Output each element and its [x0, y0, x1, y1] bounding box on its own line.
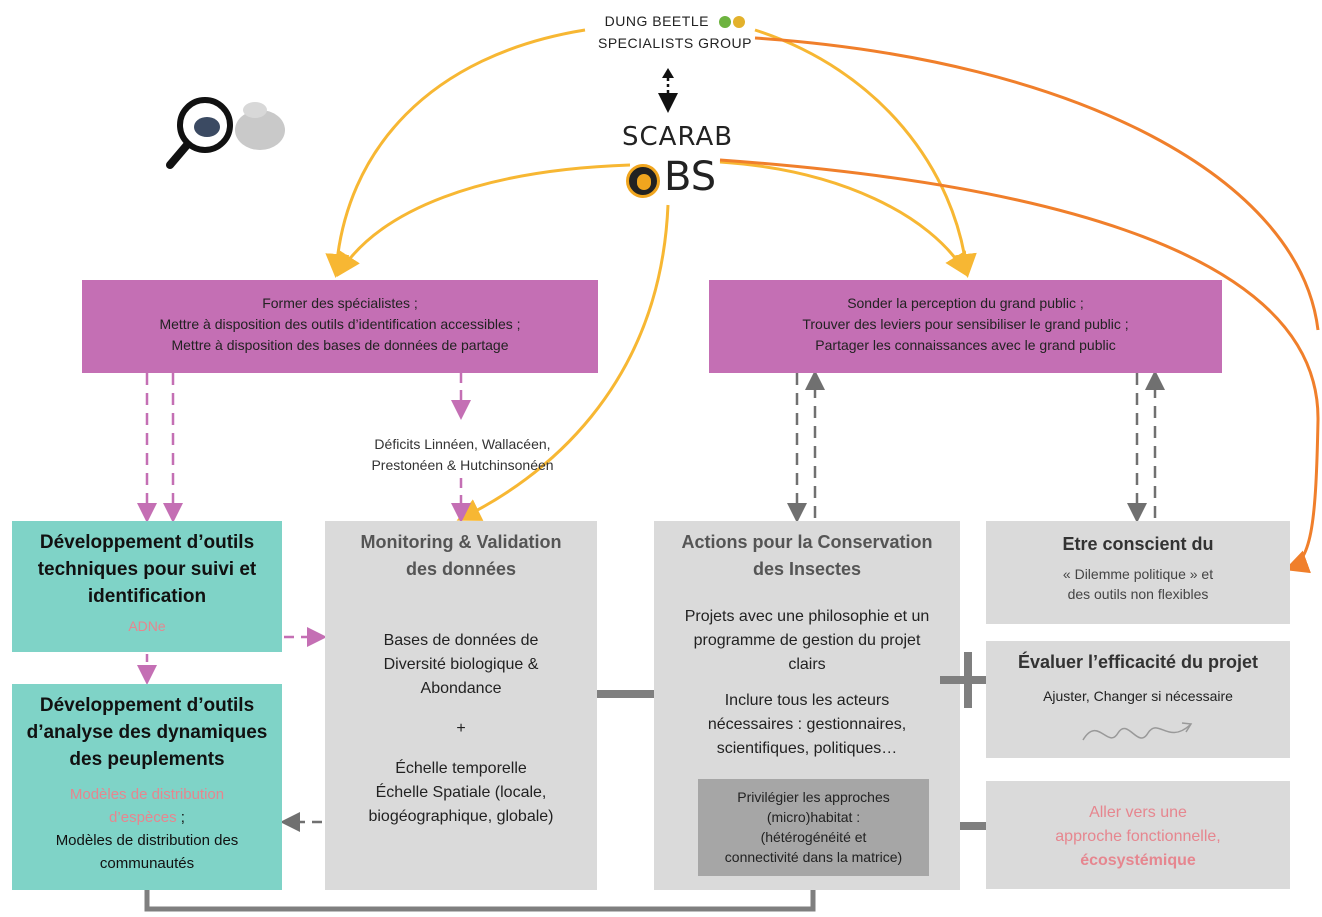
- monitoring-plus: +: [456, 720, 466, 737]
- monitoring-line6: biogéographique, globale): [368, 808, 554, 825]
- tools-title-3: identification: [87, 586, 207, 607]
- species-model-line2: d’espèces: [109, 809, 177, 826]
- actions-p1-line1: Projets avec une philosophie et un: [684, 608, 930, 625]
- functional-line2: approche fonctionnelle,: [1055, 828, 1221, 845]
- monitoring-line5: Échelle Spatiale (locale,: [375, 784, 547, 801]
- deficits-label: Déficits Linnéen, Wallacéen, Prestonéen …: [335, 434, 590, 476]
- arrow-dbsg-to-training: [325, 28, 586, 278]
- arrow-scarab-to-training: [336, 163, 631, 278]
- dbsg-line1: DUNG BEETLE: [590, 10, 760, 32]
- microhabitat-line1: Privilégier les approches: [737, 789, 890, 805]
- monitoring-box: Monitoring & Validation des données Base…: [325, 521, 597, 890]
- aware-title: Etre conscient du: [1062, 534, 1214, 554]
- dbsg-line2: SPECIALISTS GROUP: [598, 35, 752, 51]
- tools-line: Mettre à disposition des outils d’identi…: [159, 316, 521, 332]
- community-model-line2: communautés: [99, 855, 195, 872]
- actions-p1-line3: clairs: [788, 656, 826, 673]
- aware-line2: des outils non flexibles: [1067, 586, 1209, 602]
- public-knowledge-line: Partager les connaissances avec le grand…: [815, 337, 1116, 353]
- evaluate-box: Évaluer l’efficacité du projet Ajuster, …: [986, 641, 1290, 758]
- magnifier-beetle-icon: [160, 90, 290, 170]
- tools-title-2: techniques pour suivi et: [37, 559, 257, 580]
- beetle-icon: [733, 16, 746, 29]
- community-model-line1: Modèles de distribution des: [55, 832, 239, 849]
- aware-box: Etre conscient du « Dilemme politique » …: [986, 521, 1290, 624]
- scarab-word: SCARAB: [622, 122, 734, 152]
- obs-word: BS: [664, 154, 717, 200]
- aware-line1: « Dilemme politique » et: [1062, 566, 1214, 582]
- evaluate-title: Évaluer l’efficacité du projet: [1017, 652, 1259, 672]
- dbsg-logo: DUNG BEETLE SPECIALISTS GROUP: [590, 10, 760, 54]
- semicolon: ;: [176, 809, 185, 826]
- species-model-line1: Modèles de distribution: [69, 786, 225, 803]
- functional-line3: écosystémique: [1080, 852, 1196, 869]
- monitoring-title-2: des données: [405, 559, 517, 579]
- public-levers-line: Trouver des leviers pour sensibiliser le…: [802, 316, 1129, 332]
- public-perception-line: Sonder la perception du grand public ;: [847, 295, 1084, 311]
- microhabitat-box: Privilégier les approches (micro)habitat…: [698, 779, 929, 876]
- microhabitat-line2: (micro)habitat :: [766, 809, 861, 825]
- monitoring-line2: Diversité biologique &: [383, 656, 539, 673]
- databases-line: Mettre à disposition des bases de donnée…: [171, 337, 509, 353]
- actions-p2-line1: Inclure tous les acteurs: [724, 692, 890, 709]
- functional-approach-box: Aller vers une approche fonctionnelle, é…: [986, 781, 1290, 889]
- evaluate-line1: Ajuster, Changer si nécessaire: [1043, 688, 1233, 704]
- monitoring-line3: Abondance: [420, 680, 502, 697]
- arrow-dbsg-to-aware: [754, 36, 1320, 331]
- loop-arrow-icon: [1082, 722, 1193, 741]
- beetle-icon: [719, 16, 732, 29]
- training-line: Former des spécialistes ;: [262, 295, 418, 311]
- arrow-scarab-to-monitoring: [456, 204, 670, 521]
- adne-label: ADNe: [128, 618, 166, 634]
- microhabitat-line4: connectivité dans la matrice): [724, 849, 903, 865]
- scarabobs-logo: SCARAB BS: [612, 120, 732, 210]
- arrow-scarab-to-public: [719, 160, 969, 278]
- analysis-title-1: Développement d’outils: [39, 695, 255, 716]
- training-tools-box: Former des spécialistes ; Mettre à dispo…: [82, 280, 598, 373]
- public-awareness-box: Sonder la perception du grand public ; T…: [709, 280, 1222, 373]
- deficits-line2: Prestonéen & Hutchinsonéen: [371, 457, 554, 473]
- arrow-scarab-to-aware: [719, 158, 1320, 574]
- analysis-title-3: des peuplements: [69, 749, 225, 770]
- functional-line1: Aller vers une: [1089, 804, 1187, 821]
- obs-o-icon: [626, 164, 660, 198]
- actions-title-2: des Insectes: [752, 559, 862, 579]
- deficits-line1: Déficits Linnéen, Wallacéen,: [374, 436, 551, 452]
- arrow-dbsg-to-public: [754, 28, 977, 278]
- actions-title-1: Actions pour la Conservation: [681, 532, 933, 552]
- tools-title-1: Développement d’outils: [39, 532, 255, 553]
- microhabitat-line3: (hétérogénéité et: [760, 829, 867, 845]
- analysis-title-2: d’analyse des dynamiques: [26, 722, 268, 743]
- analysis-development-box: Développement d’outils d’analyse des dyn…: [12, 684, 282, 890]
- actions-p1-line2: programme de gestion du projet: [693, 632, 921, 649]
- tools-development-box: Développement d’outils techniques pour s…: [12, 521, 282, 652]
- actions-p2-line3: scientifiques, politiques…: [716, 740, 898, 757]
- actions-p2-line2: nécessaires : gestionnaires,: [707, 716, 907, 733]
- monitoring-line4: Échelle temporelle: [395, 760, 527, 777]
- monitoring-title-1: Monitoring & Validation: [360, 532, 562, 552]
- big-plus-icon: [940, 652, 996, 708]
- monitoring-line1: Bases de données de: [383, 632, 539, 649]
